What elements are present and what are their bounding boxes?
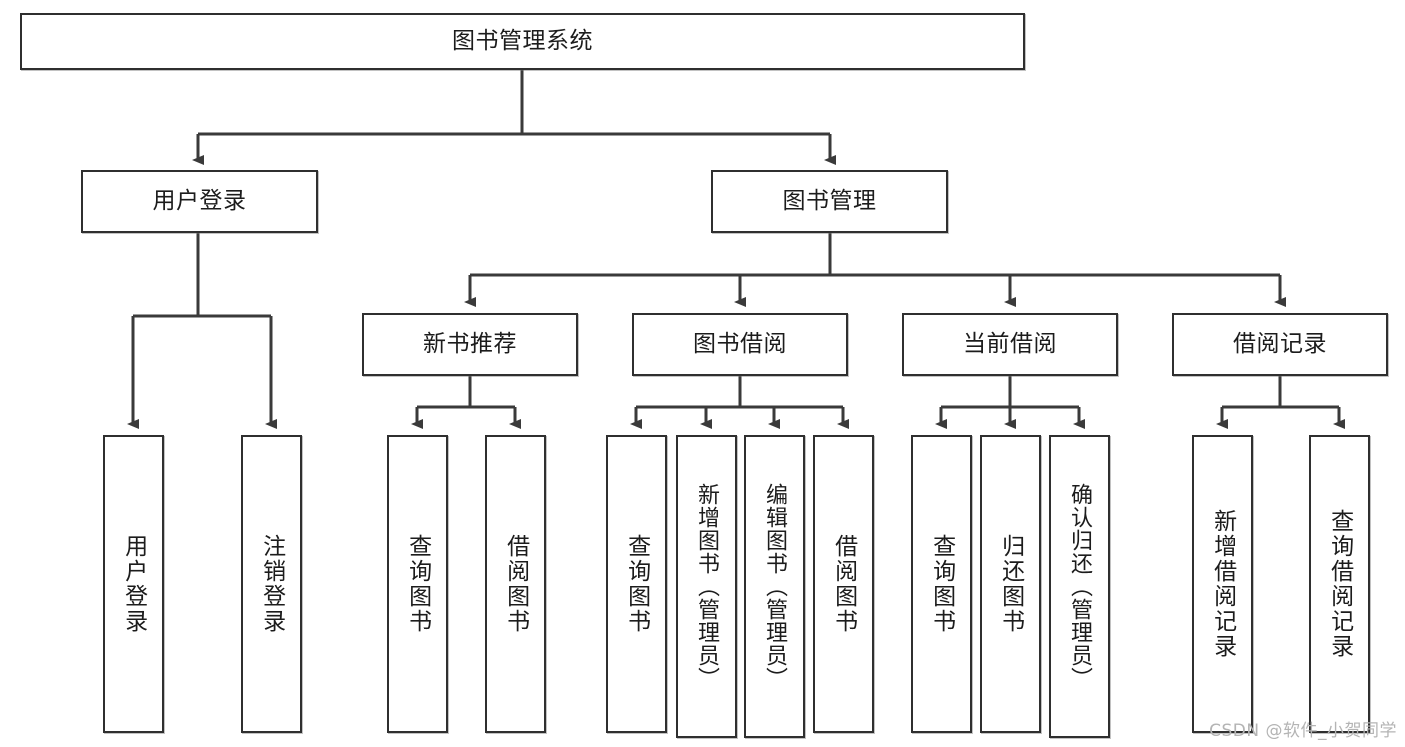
leaf-edit-book[interactable]: 编辑图书（管理员） [744, 435, 805, 738]
node-label: 图书借阅 [693, 330, 787, 357]
leaf-logout-login[interactable]: 注销登录 [241, 435, 302, 733]
leaf-add-book[interactable]: 新增图书（管理员） [676, 435, 737, 738]
node-user-login[interactable]: 用户登录 [81, 170, 318, 233]
node-new-book-recommend[interactable]: 新书推荐 [362, 313, 578, 376]
node-label: 查询借阅记录 [1326, 509, 1353, 659]
node-label: 注销登录 [258, 534, 285, 634]
node-book-borrow[interactable]: 图书借阅 [632, 313, 848, 376]
leaf-query-borrow-record[interactable]: 查询借阅记录 [1309, 435, 1370, 733]
leaf-query-book-borrow[interactable]: 查询图书 [606, 435, 667, 733]
node-label: 新增借阅记录 [1209, 509, 1236, 659]
csdn-watermark: CSDN @软件_小贺同学 [1209, 721, 1397, 741]
leaf-confirm-return[interactable]: 确认归还（管理员） [1049, 435, 1110, 738]
leaf-borrow-book-borrow[interactable]: 借阅图书 [813, 435, 874, 733]
node-label: 查询图书 [404, 534, 431, 634]
node-label: 用户登录 [152, 187, 247, 214]
node-borrow-record[interactable]: 借阅记录 [1172, 313, 1388, 376]
node-label: 查询图书 [623, 534, 650, 634]
node-current-borrow[interactable]: 当前借阅 [902, 313, 1118, 376]
node-label: 当前借阅 [963, 330, 1057, 357]
node-label: 借阅记录 [1233, 330, 1327, 357]
node-label: 用户登录 [120, 534, 147, 634]
node-label: 借阅图书 [502, 534, 529, 634]
node-label: 确认归还（管理员） [1067, 483, 1093, 690]
node-label: 借阅图书 [830, 534, 857, 634]
leaf-add-borrow-record[interactable]: 新增借阅记录 [1192, 435, 1253, 733]
node-label: 新书推荐 [423, 330, 517, 357]
leaf-query-book-recommend[interactable]: 查询图书 [387, 435, 448, 733]
node-label: 归还图书 [997, 534, 1024, 634]
node-label: 查询图书 [928, 534, 955, 634]
node-label: 编辑图书（管理员） [762, 483, 788, 690]
leaf-user-login[interactable]: 用户登录 [103, 435, 164, 733]
node-label: 新增图书（管理员） [694, 483, 720, 690]
node-root-system[interactable]: 图书管理系统 [20, 13, 1025, 70]
leaf-query-book-current[interactable]: 查询图书 [911, 435, 972, 733]
node-label: 图书管理系统 [452, 27, 593, 54]
node-label: 图书管理 [782, 187, 877, 214]
leaf-return-book[interactable]: 归还图书 [980, 435, 1041, 733]
leaf-borrow-book-recommend[interactable]: 借阅图书 [485, 435, 546, 733]
node-book-manage[interactable]: 图书管理 [711, 170, 948, 233]
